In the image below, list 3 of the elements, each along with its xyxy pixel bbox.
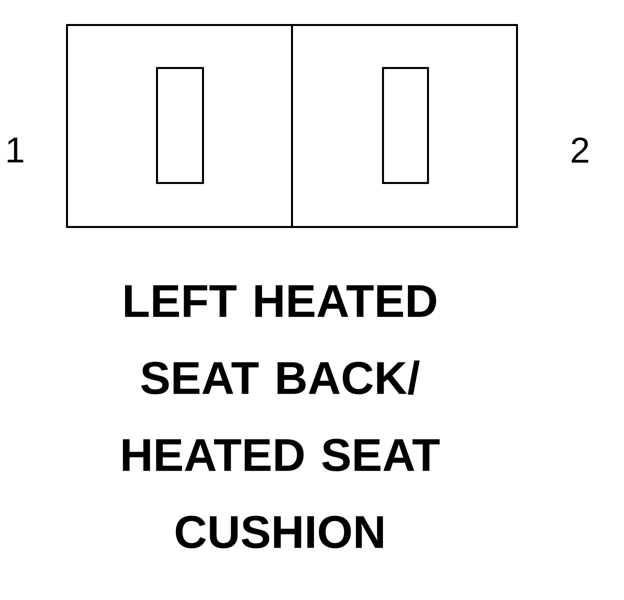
caption: LEFT HEATED SEAT BACK/ HEATED SEAT CUSHION bbox=[122, 285, 440, 548]
pin-number: 2 bbox=[572, 137, 588, 163]
pin-number: 1 bbox=[8, 138, 24, 162]
